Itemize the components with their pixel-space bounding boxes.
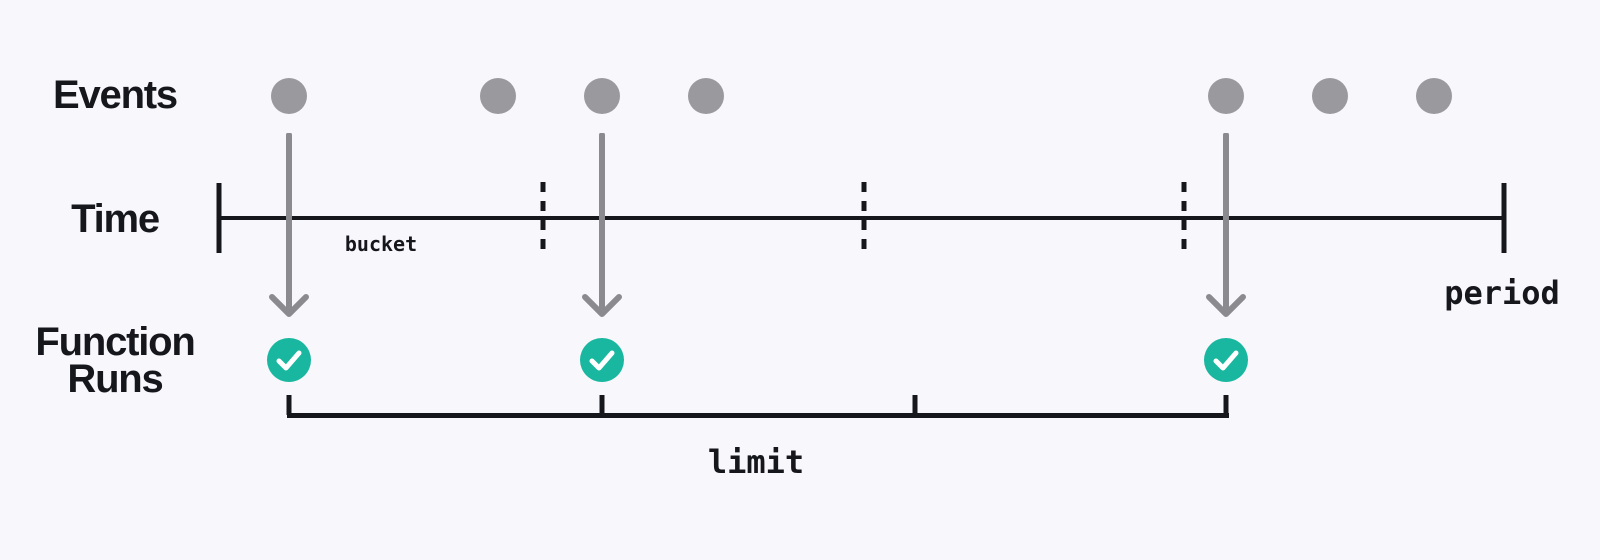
event-dot [1208, 78, 1244, 114]
limit-bracket-tick [599, 395, 605, 415]
limit-bracket-line [287, 413, 1229, 418]
bucket-label: bucket [344, 232, 418, 256]
arrow-down-icon [580, 132, 624, 319]
bucket-divider-dashed-line [1181, 182, 1187, 256]
period-label: period [1444, 274, 1560, 312]
timeline-start-tick [216, 183, 222, 253]
arrow-down-icon [1204, 132, 1248, 319]
limit-label: limit [707, 443, 805, 481]
function-run-badge [580, 338, 624, 382]
event-dot [1312, 78, 1348, 114]
function-run-badge [267, 338, 311, 382]
function-run-badge [1204, 338, 1248, 382]
function-runs-row-label: Function Runs [35, 320, 195, 401]
arrow-down-icon [1206, 132, 1246, 317]
timeline-end-tick [1501, 183, 1507, 253]
arrow-down-icon [267, 132, 311, 319]
check-icon [276, 350, 302, 371]
limit-bracket-tick [286, 395, 292, 415]
check-icon [1213, 350, 1239, 371]
arrow-down-icon [582, 132, 622, 317]
events-row-label: Events [53, 73, 178, 117]
limit-bracket-tick [1223, 395, 1229, 415]
event-dot [480, 78, 516, 114]
bucket-divider-dashed-line [861, 182, 867, 256]
event-dot [688, 78, 724, 114]
bucket-divider-dashed-line [540, 182, 546, 256]
time-row-label: Time [71, 197, 160, 241]
arrow-down-icon [269, 132, 309, 317]
event-dot [271, 78, 307, 114]
event-dot [1416, 78, 1452, 114]
limit-bracket-tick [912, 395, 918, 415]
event-dot [584, 78, 620, 114]
check-icon [589, 350, 615, 371]
